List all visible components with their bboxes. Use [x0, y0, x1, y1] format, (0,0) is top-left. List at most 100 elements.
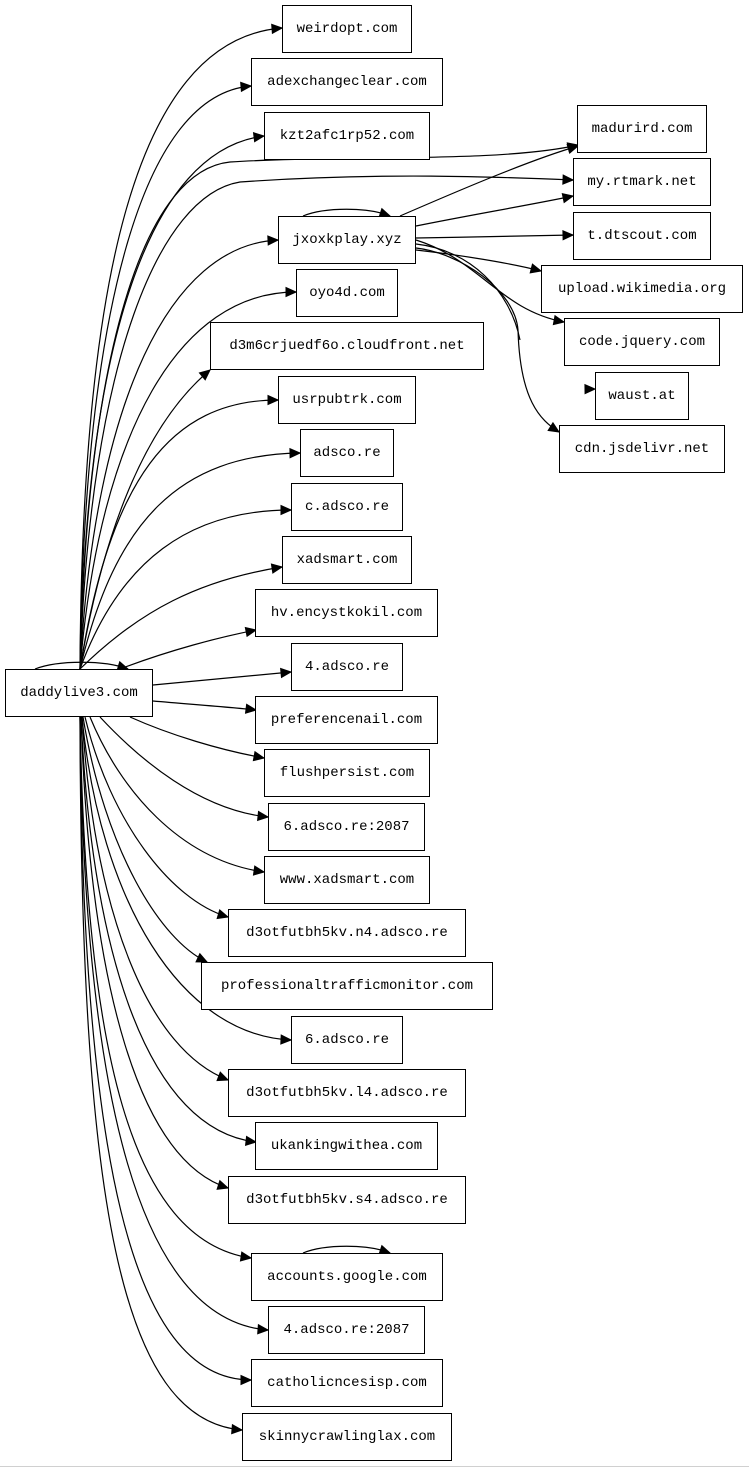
edge-daddylive3-com-to-hv-encystkokil-com	[119, 629, 257, 670]
edge-daddylive3-com-to-usrpubtrk-com-arrowhead	[267, 394, 280, 406]
edge-daddylive3-com-to-d3m6crjuedf6o-cloudfront-net-arrowhead	[198, 369, 211, 381]
edge-daddylive3-com-to-jxoxkplay-xyz-arrowhead	[267, 235, 280, 246]
node-kzt2afc1rp52-com[interactable]: kzt2afc1rp52.com	[264, 112, 430, 160]
node-usrpubtrk-com[interactable]: usrpubtrk.com	[278, 376, 416, 424]
edge-daddylive3-com-to-d3otfutbh5kv-s4-adsco-re	[80, 716, 229, 1189]
node-t-dtscout-com[interactable]: t.dtscout.com	[573, 212, 711, 260]
edge-daddylive3-com-to-6-adsco-re	[81, 716, 292, 1041]
edge-daddylive3-com-to-d3otfutbh5kv-l4-adsco-re-arrowhead	[216, 1071, 230, 1082]
node-oyo4d-com[interactable]: oyo4d.com	[296, 269, 398, 317]
edge-daddylive3-com-to-kzt2afc1rp52-com-arrowhead	[252, 132, 266, 143]
edge-daddylive3-com-to-oyo4d-com	[79, 291, 297, 670]
edge-daddylive3-com-to-6-adsco-re-arrowhead	[280, 1034, 293, 1045]
node-4-adsco-re-2087[interactable]: 4.adsco.re:2087	[268, 1306, 425, 1354]
edge-daddylive3-com-to-kzt2afc1rp52-com	[79, 135, 265, 670]
node-code-jquery-com[interactable]: code.jquery.com	[564, 318, 720, 366]
edge-daddylive3-com-to-4-adsco-re-arrowhead	[280, 667, 293, 679]
edge-daddylive3-com-to-skinnycrawlinglax-com	[79, 716, 243, 1431]
edge-daddylive3-com-to-adsco-re	[79, 452, 301, 670]
edge-jxoxkplay-xyz-to-waust-at	[415, 243, 521, 341]
edge-daddylive3-com-to-c-adsco-re	[79, 509, 292, 670]
edge-jxoxkplay-xyz-to-upload-wikimedia-org	[415, 249, 542, 272]
edge-daddylive3-com-to-professionaltrafficmonitor-com-arrowhead	[195, 952, 209, 963]
node-my-rtmark-net[interactable]: my.rtmark.net	[573, 158, 711, 206]
node-6-adsco-re[interactable]: 6.adsco.re	[291, 1016, 403, 1064]
node-ukankingwithea-com[interactable]: ukankingwithea.com	[255, 1122, 438, 1170]
edge-daddylive3-com-to-my-rtmark-net	[79, 175, 574, 670]
edge-daddylive3-com-to-ukankingwithea-com	[80, 716, 257, 1143]
node-adexchangeclear-com[interactable]: adexchangeclear.com	[251, 58, 443, 106]
edge-daddylive3-com-to-xadsmart-com	[79, 566, 283, 670]
edge-daddylive3-com-to-weirdopt-com-arrowhead	[271, 23, 284, 35]
node-xadsmart-com[interactable]: xadsmart.com	[282, 536, 412, 584]
edge-daddylive3-com-to-accounts-google-com-arrowhead	[239, 1251, 253, 1262]
node-d3m6crjuedf6o-cloudfront-net[interactable]: d3m6crjuedf6o.cloudfront.net	[210, 322, 484, 370]
node-jxoxkplay-xyz[interactable]: jxoxkplay.xyz	[278, 216, 416, 264]
node-d3otfutbh5kv-l4-adsco-re[interactable]: d3otfutbh5kv.l4.adsco.re	[228, 1069, 466, 1117]
edge-daddylive3-com-to-4-adsco-re-2087	[79, 716, 269, 1331]
edge-jxoxkplay-xyz-to-my-rtmark-net-arrowhead	[561, 192, 575, 204]
node-accounts-google-com[interactable]: accounts.google.com	[251, 1253, 443, 1301]
node-4-adsco-re[interactable]: 4.adsco.re	[291, 643, 403, 691]
edge-daddylive3-com-to-adexchangeclear-com	[79, 85, 252, 670]
edge-daddylive3-com-to-jxoxkplay-xyz	[79, 239, 279, 670]
self-loop-jxoxkplay-xyz	[302, 208, 391, 217]
node-weirdopt-com[interactable]: weirdopt.com	[282, 5, 412, 53]
node-waust-at[interactable]: waust.at	[595, 372, 689, 420]
edge-daddylive3-com-to-flushpersist-com	[129, 716, 265, 759]
edge-daddylive3-com-to-d3otfutbh5kv-l4-adsco-re	[81, 716, 229, 1081]
edge-daddylive3-com-to-xadsmart-com-arrowhead	[270, 563, 284, 574]
edge-daddylive3-com-to-6-adsco-re-2087-arrowhead	[257, 810, 270, 822]
edge-daddylive3-com-to-usrpubtrk-com	[79, 399, 279, 670]
node-6-adsco-re-2087[interactable]: 6.adsco.re:2087	[268, 803, 425, 851]
edge-daddylive3-com-to-ukankingwithea-com-arrowhead	[244, 1135, 258, 1147]
edge-daddylive3-com-to-adsco-re-arrowhead	[289, 447, 302, 459]
edge-daddylive3-com-to-c-adsco-re-arrowhead	[280, 504, 293, 516]
node-daddylive3-com[interactable]: daddylive3.com	[5, 669, 153, 717]
edge-daddylive3-com-to-accounts-google-com	[79, 716, 252, 1259]
edge-daddylive3-com-to-6-adsco-re-2087	[99, 716, 269, 818]
node-upload-wikimedia-org[interactable]: upload.wikimedia.org	[541, 265, 743, 313]
edge-daddylive3-com-to-madurird-com	[79, 144, 579, 670]
edge-jxoxkplay-xyz-to-waust-at-arrowhead	[584, 383, 597, 395]
edge-daddylive3-com-to-www-xadsmart-com	[89, 716, 265, 873]
node-flushpersist-com[interactable]: flushpersist.com	[264, 749, 430, 797]
edge-jxoxkplay-xyz-to-my-rtmark-net	[415, 195, 574, 227]
edge-daddylive3-com-to-catholicncesisp-com-arrowhead	[240, 1374, 253, 1386]
node-catholicncesisp-com[interactable]: catholicncesisp.com	[251, 1359, 443, 1407]
edge-jxoxkplay-xyz-to-madurird-com	[399, 145, 579, 217]
edge-jxoxkplay-xyz-to-cdn-jsdelivr-net	[415, 247, 560, 433]
edge-jxoxkplay-xyz-to-madurird-com-arrowhead	[566, 143, 580, 155]
edge-jxoxkplay-xyz-to-upload-wikimedia-org-arrowhead	[529, 263, 543, 274]
edge-daddylive3-com-to-adexchangeclear-com-arrowhead	[240, 81, 253, 93]
edge-layer	[34, 23, 597, 1435]
self-loop-accounts-google-com	[302, 1245, 391, 1254]
edge-daddylive3-com-to-oyo4d-com-arrowhead	[285, 286, 298, 298]
edge-daddylive3-com-to-my-rtmark-net-arrowhead	[562, 174, 575, 185]
edge-daddylive3-com-to-catholicncesisp-com	[79, 716, 252, 1381]
edge-jxoxkplay-xyz-to-code-jquery-com-arrowhead	[552, 314, 566, 326]
node-d3otfutbh5kv-s4-adsco-re[interactable]: d3otfutbh5kv.s4.adsco.re	[228, 1176, 466, 1224]
node-www-xadsmart-com[interactable]: www.xadsmart.com	[264, 856, 430, 904]
node-cdn-jsdelivr-net[interactable]: cdn.jsdelivr.net	[559, 425, 725, 473]
node-preferencenail-com[interactable]: preferencenail.com	[255, 696, 438, 744]
node-d3otfutbh5kv-n4-adsco-re[interactable]: d3otfutbh5kv.n4.adsco.re	[228, 909, 466, 957]
edge-daddylive3-com-to-4-adsco-re-2087-arrowhead	[257, 1323, 270, 1335]
node-madurird-com[interactable]: madurird.com	[577, 105, 707, 153]
edge-daddylive3-com-to-hv-encystkokil-com-arrowhead	[244, 626, 258, 638]
edge-daddylive3-com-to-d3otfutbh5kv-n4-adsco-re	[84, 716, 229, 918]
edge-daddylive3-com-to-flushpersist-com-arrowhead	[252, 750, 266, 762]
node-skinnycrawlinglax-com[interactable]: skinnycrawlinglax.com	[242, 1413, 452, 1461]
edge-daddylive3-com-to-d3otfutbh5kv-n4-adsco-re-arrowhead	[216, 908, 230, 920]
edge-daddylive3-com-to-4-adsco-re	[152, 671, 292, 686]
node-c-adsco-re[interactable]: c.adsco.re	[291, 483, 403, 531]
node-hv-encystkokil-com[interactable]: hv.encystkokil.com	[255, 589, 438, 637]
node-professionaltrafficmonitor-com[interactable]: professionaltrafficmonitor.com	[201, 962, 493, 1010]
edge-daddylive3-com-to-weirdopt-com	[79, 27, 283, 670]
edge-daddylive3-com-to-d3otfutbh5kv-s4-adsco-re-arrowhead	[216, 1179, 230, 1190]
edge-daddylive3-com-to-preferencenail-com-arrowhead	[244, 703, 258, 714]
node-adsco-re[interactable]: adsco.re	[300, 429, 394, 477]
edge-daddylive3-com-to-skinnycrawlinglax-com-arrowhead	[231, 1423, 244, 1435]
edge-jxoxkplay-xyz-to-t-dtscout-com-arrowhead	[562, 229, 575, 241]
